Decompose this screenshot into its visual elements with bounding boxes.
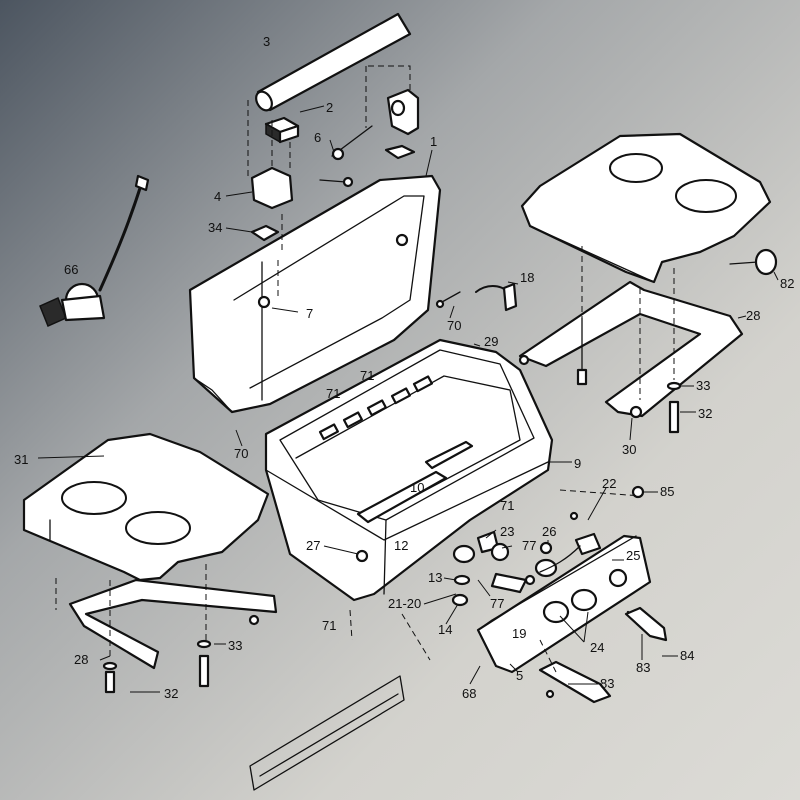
part-28-frame-rail-right <box>518 280 744 418</box>
part-6-bracket <box>331 88 420 161</box>
callout-label: 85 <box>660 484 674 499</box>
callout-labels: 3 2 6 1 4 34 66 7 18 70 82 28 29 71 71 3… <box>14 34 794 701</box>
callout-label: 30 <box>622 442 636 457</box>
callout-label: 5 <box>516 668 523 683</box>
callout-label: 29 <box>484 334 498 349</box>
callout-label: 6 <box>314 130 321 145</box>
assembly-guides <box>55 65 675 673</box>
callout-label: 26 <box>542 524 556 539</box>
callout-label: 13 <box>428 570 442 585</box>
callout-label: 71 <box>326 386 340 401</box>
callout-label: 19 <box>512 626 526 641</box>
callout-label: 18 <box>520 270 534 285</box>
callout-label: 10 <box>410 480 424 495</box>
callout-label: 34 <box>208 220 222 235</box>
part-66-hose-regulator <box>39 174 150 328</box>
callout-label: 33 <box>228 638 242 653</box>
callout-label: 7 <box>306 306 313 321</box>
brackets-83 <box>538 606 668 704</box>
callout-label: 9 <box>574 456 581 471</box>
callout-label: 82 <box>780 276 794 291</box>
callout-label: 2 <box>326 100 333 115</box>
callout-label: 66 <box>64 262 78 277</box>
callout-label: 21-20 <box>388 596 421 611</box>
part-9-firebox <box>264 338 554 602</box>
part-70-screw <box>435 291 461 309</box>
callout-label: 84 <box>680 648 694 663</box>
callout-label: 70 <box>447 318 461 333</box>
callout-label: 70 <box>234 446 248 461</box>
callout-label: 4 <box>214 189 221 204</box>
part-3-burner-tube <box>255 12 412 112</box>
callout-label: 14 <box>438 622 452 637</box>
callout-label: 3 <box>263 34 270 49</box>
callout-label: 68 <box>462 686 476 701</box>
callout-label: 31 <box>14 452 28 467</box>
callout-label: 83 <box>636 660 650 675</box>
drip-tray <box>249 675 405 791</box>
callout-label: 33 <box>696 378 710 393</box>
part-2-block <box>264 116 300 144</box>
callout-label: 27 <box>306 538 320 553</box>
callout-label: 77 <box>490 596 504 611</box>
right-side-shelf <box>520 132 772 284</box>
part-4-valve <box>250 166 354 210</box>
small-fittings <box>355 485 645 607</box>
right-fasteners <box>576 317 682 434</box>
callout-label: 23 <box>500 524 514 539</box>
leader-lines <box>37 105 779 693</box>
callout-label: 28 <box>746 308 760 323</box>
callout-label: 77 <box>522 538 536 553</box>
callout-label: 25 <box>626 548 640 563</box>
part-31-left-shelf <box>22 432 270 582</box>
part-82-thermometer <box>729 248 778 276</box>
callout-label: 71 <box>500 498 514 513</box>
callout-label: 22 <box>602 476 616 491</box>
callout-label: 71 <box>360 368 374 383</box>
part-34-plate <box>250 224 280 242</box>
callout-label: 1 <box>430 134 437 149</box>
part-25-control-panel <box>476 534 658 674</box>
part-28-frame-rail-left <box>68 578 278 670</box>
callout-label: 83 <box>600 676 614 691</box>
left-fasteners <box>102 639 212 694</box>
part-1-lid <box>188 174 442 414</box>
callout-label: 71 <box>322 618 336 633</box>
callout-label: 32 <box>698 406 712 421</box>
callout-label: 12 <box>394 538 408 553</box>
callout-label: 32 <box>164 686 178 701</box>
callout-label: 28 <box>74 652 88 667</box>
part-18-clip <box>475 282 518 312</box>
valve-assembly <box>452 530 602 594</box>
callout-label: 24 <box>590 640 604 655</box>
